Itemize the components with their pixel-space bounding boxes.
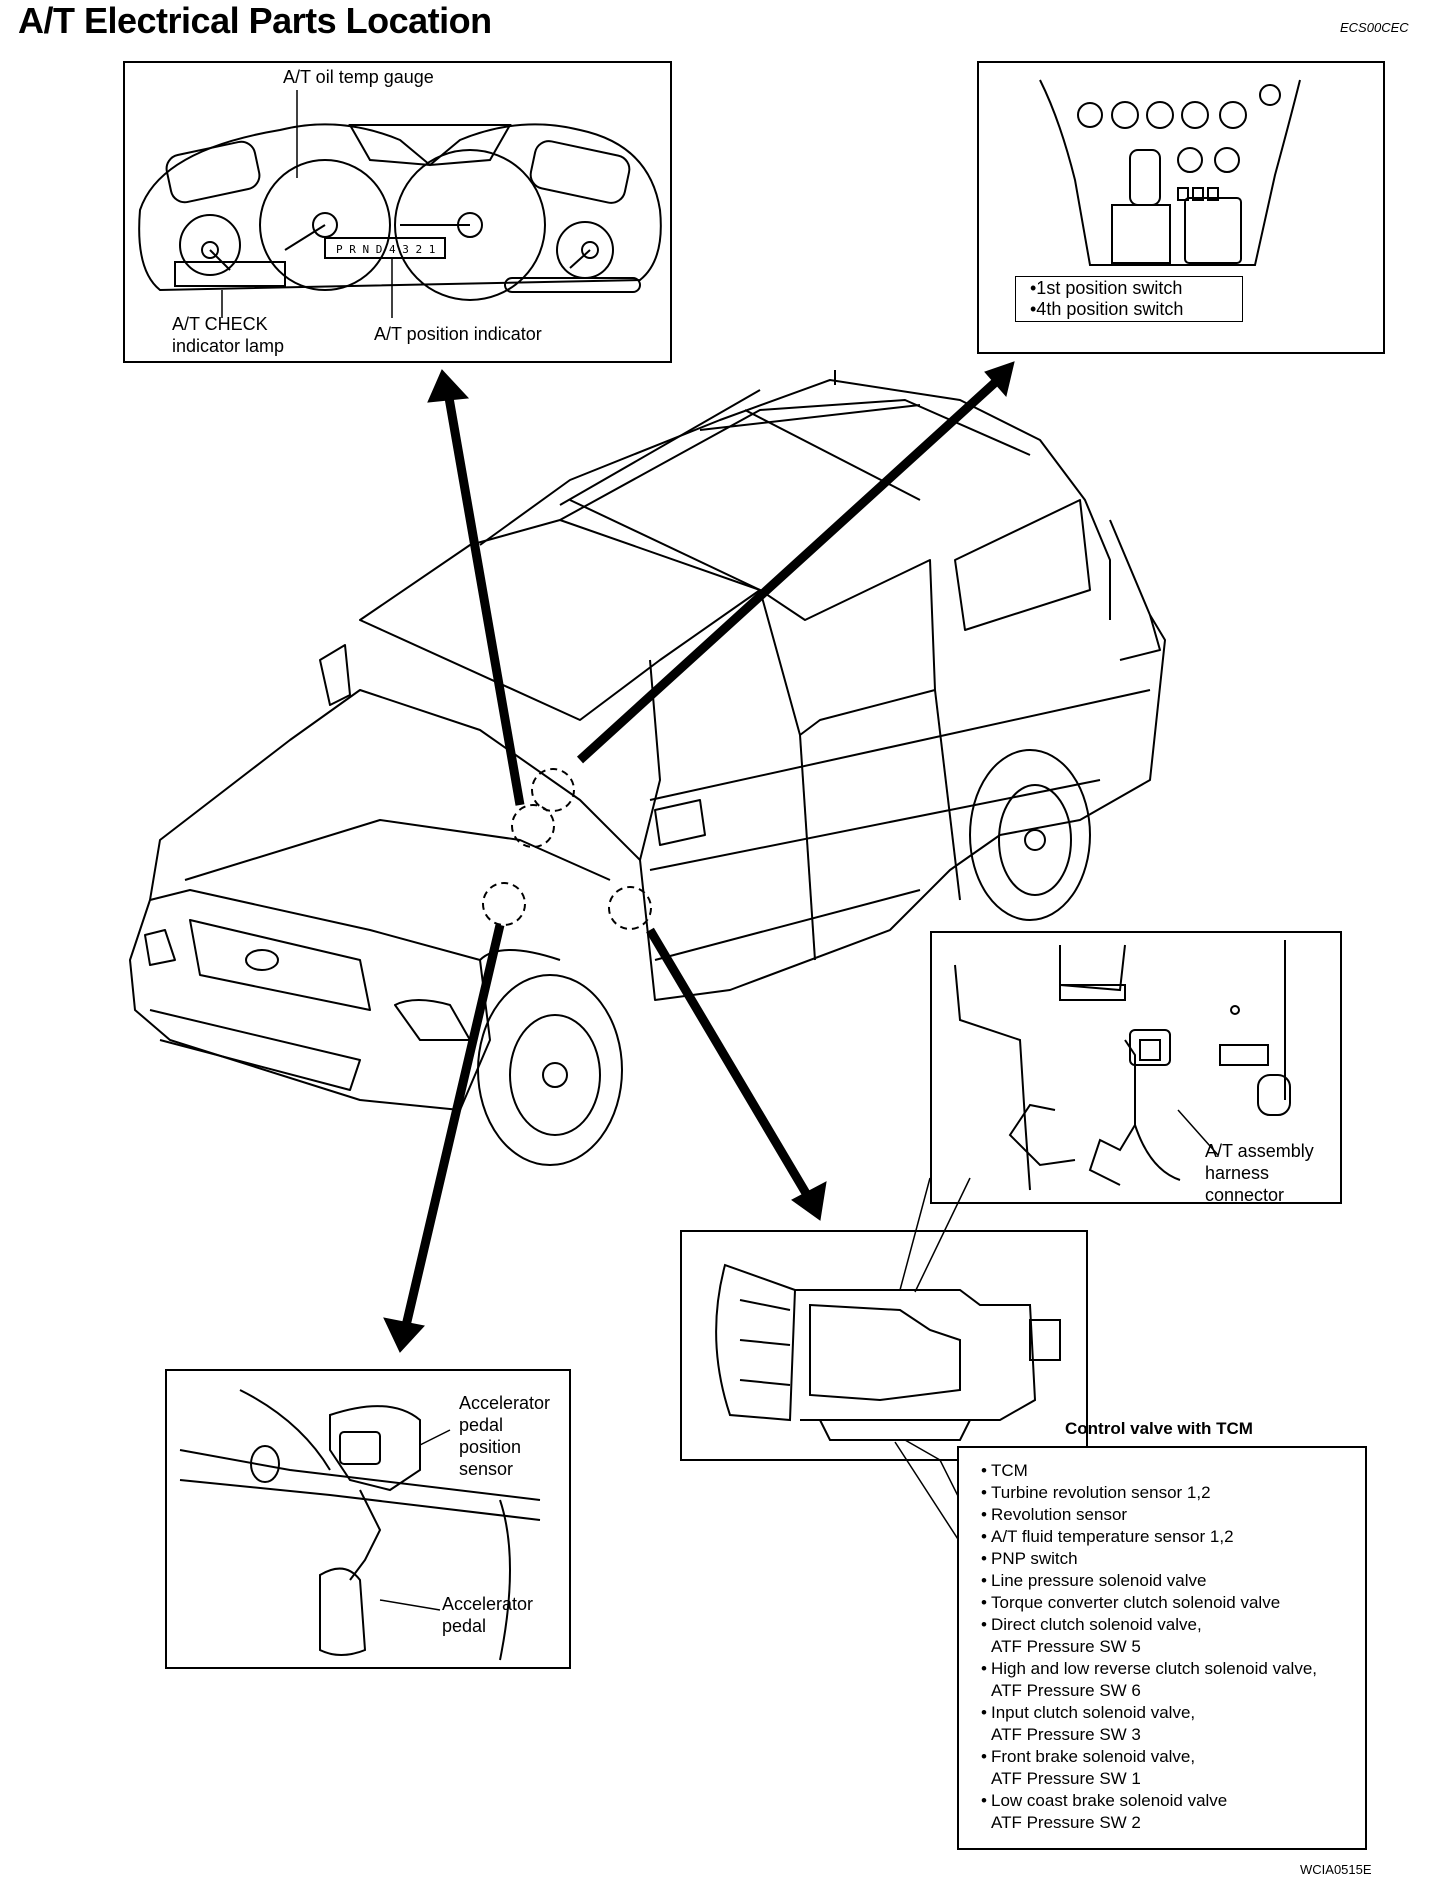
tcm-component-item: •Revolution sensor bbox=[981, 1504, 1365, 1526]
accelerator-pedal-icon bbox=[179, 1389, 541, 1661]
pedal-box bbox=[165, 1369, 571, 1669]
tcm-component-subtext: ATF Pressure SW 6 bbox=[991, 1681, 1141, 1700]
tcm-component-text: Torque converter clutch solenoid valve bbox=[991, 1593, 1281, 1612]
bullet-icon: • bbox=[981, 1527, 987, 1546]
tcm-component-item: •Torque converter clutch solenoid valve bbox=[981, 1592, 1365, 1614]
shift-lever-icon bbox=[1039, 79, 1301, 266]
tcm-component-subtext: ATF Pressure SW 5 bbox=[991, 1637, 1141, 1656]
tcm-component-item: •TCM bbox=[981, 1460, 1365, 1482]
tcm-component-item: •Line pressure solenoid valve bbox=[981, 1570, 1365, 1592]
tcm-component-list: •TCM•Turbine revolution sensor 1,2•Revol… bbox=[957, 1446, 1367, 1850]
tcm-component-text: PNP switch bbox=[991, 1549, 1078, 1568]
connector-label-line1: A/T assembly bbox=[1205, 1141, 1314, 1161]
document-code: ECS00CEC bbox=[1340, 20, 1409, 35]
bullet-icon: • bbox=[981, 1791, 987, 1810]
tcm-component-text: Direct clutch solenoid valve, bbox=[991, 1615, 1202, 1634]
bullet-icon: • bbox=[981, 1505, 987, 1524]
bullet-icon: • bbox=[981, 1615, 987, 1634]
figure-code: WCIA0515E bbox=[1300, 1862, 1372, 1877]
sensor-label-line4: sensor bbox=[459, 1459, 514, 1479]
bullet-icon: • bbox=[981, 1549, 987, 1568]
pedal-label-line1: Accelerator bbox=[442, 1594, 534, 1614]
sensor-label-line1: Accelerator bbox=[459, 1393, 551, 1413]
fourth-position-switch-label: •4th position switch bbox=[1030, 299, 1184, 319]
tcm-component-text: Line pressure solenoid valve bbox=[991, 1571, 1207, 1590]
harness-connector-icon bbox=[954, 940, 1291, 1191]
tcm-component-text: Low coast brake solenoid valve bbox=[991, 1791, 1228, 1810]
tcm-component-item: •High and low reverse clutch solenoid va… bbox=[981, 1658, 1365, 1702]
tcm-component-subtext: ATF Pressure SW 3 bbox=[991, 1725, 1141, 1744]
switch-labels: •1st position switch •4th position switc… bbox=[1015, 276, 1243, 322]
tcm-component-subtext: ATF Pressure SW 1 bbox=[991, 1769, 1141, 1788]
tcm-component-item: •Front brake solenoid valve, ATF Pressure… bbox=[981, 1746, 1365, 1790]
transmission-box bbox=[680, 1230, 1088, 1461]
pedal-label-line2: pedal bbox=[442, 1616, 487, 1636]
position-indicator-label: A/T position indicator bbox=[374, 324, 542, 344]
tcm-component-text: Input clutch solenoid valve, bbox=[991, 1703, 1196, 1722]
tcm-component-item: •PNP switch bbox=[981, 1548, 1365, 1570]
connector-label-line3: connector bbox=[1205, 1185, 1285, 1205]
instrument-cluster-icon bbox=[138, 123, 662, 301]
bullet-icon: • bbox=[981, 1593, 987, 1612]
suv-illustration-icon bbox=[129, 370, 1166, 1166]
bullet-icon: • bbox=[981, 1703, 987, 1722]
page-title: A/T Electrical Parts Location bbox=[18, 0, 492, 41]
connector-label-line2: harness bbox=[1205, 1163, 1270, 1183]
bullet-icon: • bbox=[981, 1571, 987, 1590]
oil-temp-gauge-label: A/T oil temp gauge bbox=[283, 67, 434, 87]
check-lamp-label-line2: indicator lamp bbox=[172, 336, 285, 356]
location-markers bbox=[482, 768, 652, 930]
first-position-switch-label: •1st position switch bbox=[1030, 278, 1183, 298]
tcm-component-item: •A/T fluid temperature sensor 1,2 bbox=[981, 1526, 1365, 1548]
bullet-icon: • bbox=[981, 1747, 987, 1766]
bullet-icon: • bbox=[981, 1483, 987, 1502]
tcm-component-text: Front brake solenoid valve, bbox=[991, 1747, 1196, 1766]
sensor-label-line2: pedal bbox=[459, 1415, 504, 1435]
tcm-component-item: •Direct clutch solenoid valve, ATF Pressu… bbox=[981, 1614, 1365, 1658]
tcm-component-text: High and low reverse clutch solenoid val… bbox=[991, 1659, 1318, 1678]
check-lamp-label-line1: A/T CHECK bbox=[172, 314, 268, 334]
tcm-component-text: A/T fluid temperature sensor 1,2 bbox=[991, 1527, 1234, 1546]
tcm-component-item: •Input clutch solenoid valve, ATF Pressur… bbox=[981, 1702, 1365, 1746]
tcm-component-text: TCM bbox=[991, 1461, 1028, 1480]
bullet-icon: • bbox=[981, 1461, 987, 1480]
indicator-display: P R N D 4 3 2 1 bbox=[336, 243, 435, 256]
transmission-caption: Control valve with TCM bbox=[1065, 1419, 1253, 1438]
pointer-arrows bbox=[383, 361, 1015, 1353]
tcm-component-subtext: ATF Pressure SW 2 bbox=[991, 1813, 1141, 1832]
tcm-component-text: Turbine revolution sensor 1,2 bbox=[991, 1483, 1211, 1502]
tcm-component-item: •Turbine revolution sensor 1,2 bbox=[981, 1482, 1365, 1504]
bullet-icon: • bbox=[981, 1659, 987, 1678]
tcm-component-text: Revolution sensor bbox=[991, 1505, 1128, 1524]
cluster-box bbox=[123, 61, 672, 363]
transmission-icon bbox=[715, 1263, 1061, 1441]
sensor-label-line3: position bbox=[459, 1437, 522, 1457]
